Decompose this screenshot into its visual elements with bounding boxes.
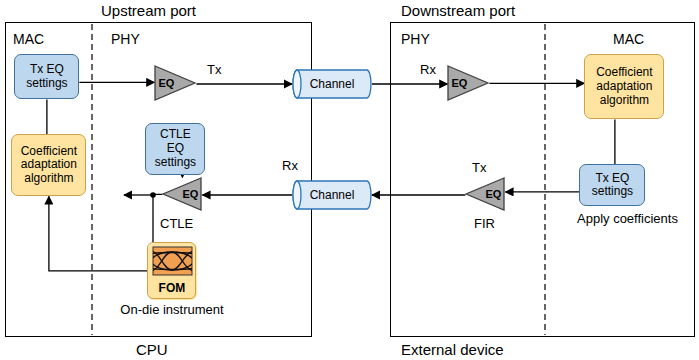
signal-label: CTLE [160,216,193,231]
connector-arrow [46,99,47,134]
signal-label: FIR [474,216,495,231]
process-box: Tx EQ settings [14,54,79,99]
process-box: Tx EQ settings [579,164,645,206]
connector-arrow [372,194,465,195]
node-text: FOM [159,281,186,295]
signal-label: On-die instrument [120,302,223,317]
equalizer-triangle: EQ [154,65,196,101]
signal-label: Apply coefficients [577,211,678,226]
process-box: CTLE EQ settings [145,123,205,174]
signal-label: Tx [207,62,221,77]
node-text: Tx EQ settings [584,172,640,200]
region-label: PHY [111,31,140,47]
node-text: Coefficient adaptation algorithm [589,66,659,107]
connector-arrow [372,83,447,84]
equalizer-triangle: EQ [465,177,505,211]
connector-arrow [182,175,183,178]
process-box: Coefficient adaptation algorithm [11,134,86,196]
cylinder-end [293,181,301,209]
node-text: Coefficient adaptation algorithm [16,145,81,186]
equalizer-triangle: EQ [447,65,489,101]
node-text: EQ [158,77,174,89]
region-label: Downstream port [401,2,515,19]
region-label: External device [401,341,504,358]
node-text: EQ [182,188,198,200]
triangle-body [466,178,504,210]
cylinder-body [293,70,371,98]
eye-diagram [150,247,195,275]
node-text: Channel [310,77,355,91]
node-text: CTLE EQ settings [150,128,200,169]
connector-arrow [79,82,154,83]
region-label: MAC [13,31,44,47]
node-text: Tx EQ settings [19,63,74,91]
equalizer-triangle: EQ [162,177,202,211]
port-panel: Upstream portMACPHYCPUTx EQ settingsCoef… [5,22,312,337]
node-text: EQ [485,188,501,200]
node-text: Channel [310,188,355,202]
signal-label: Tx [472,160,486,175]
connector-arrow [49,196,148,271]
fom-instrument: FOM [147,242,196,299]
region-label: MAC [613,31,644,47]
region-label: CPU [136,341,168,358]
node-text: EQ [451,77,467,89]
mac-phy-divider [91,24,92,335]
region-label: Upstream port [101,2,196,19]
process-box: Coefficient adaptation algorithm [584,54,664,119]
connector-arrow [196,83,292,84]
cylinder-body [293,181,371,209]
channel-cylinder: Channel [292,69,372,99]
connector-arrow [489,83,584,84]
triangle-body [155,66,195,100]
cylinder-end [293,70,301,98]
fom-fill [148,243,197,300]
channel-cylinder: Channel [292,180,372,210]
triangle-body [163,178,201,210]
signal-label: Rx [282,158,298,173]
signal-label: Rx [420,62,436,77]
region-label: PHY [401,31,430,47]
connector-arrow [202,194,292,195]
mac-phy-divider [544,24,545,335]
ctle-output-wire [124,194,153,195]
connector-arrow [614,119,615,164]
triangle-body [448,66,488,100]
connector-arrow [505,191,579,192]
